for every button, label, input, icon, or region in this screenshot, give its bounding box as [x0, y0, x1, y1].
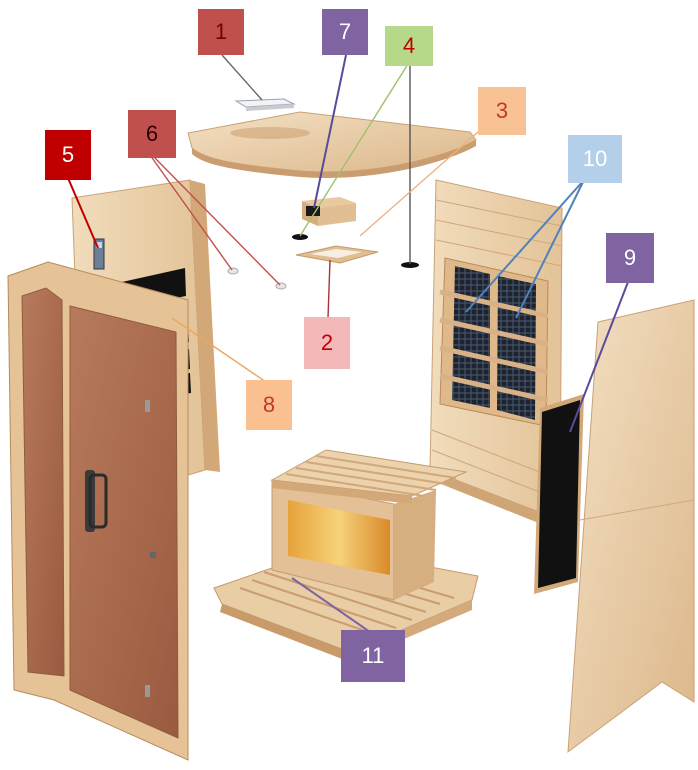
callout-6: 6 [128, 110, 176, 158]
callout-2: 2 [304, 317, 350, 369]
callout-1: 1 [198, 9, 244, 55]
control-box [302, 197, 356, 226]
front-door [8, 262, 188, 760]
callout-8: 8 [246, 380, 292, 430]
callout-3: 3 [478, 87, 526, 135]
callout-9: 9 [606, 233, 654, 283]
ceiling-light-frame [296, 246, 378, 263]
large-heater-panel [538, 400, 580, 588]
callout-4: 4 [385, 26, 433, 66]
callout-11: 11 [341, 630, 405, 682]
callout-10: 10 [568, 135, 622, 183]
leader-1 [222, 55, 262, 100]
roof-device [236, 99, 294, 111]
callout-7: 7 [322, 9, 368, 55]
knob [276, 283, 286, 289]
callout-5: 5 [45, 130, 91, 180]
leader-2 [328, 260, 330, 318]
knob [228, 268, 238, 274]
